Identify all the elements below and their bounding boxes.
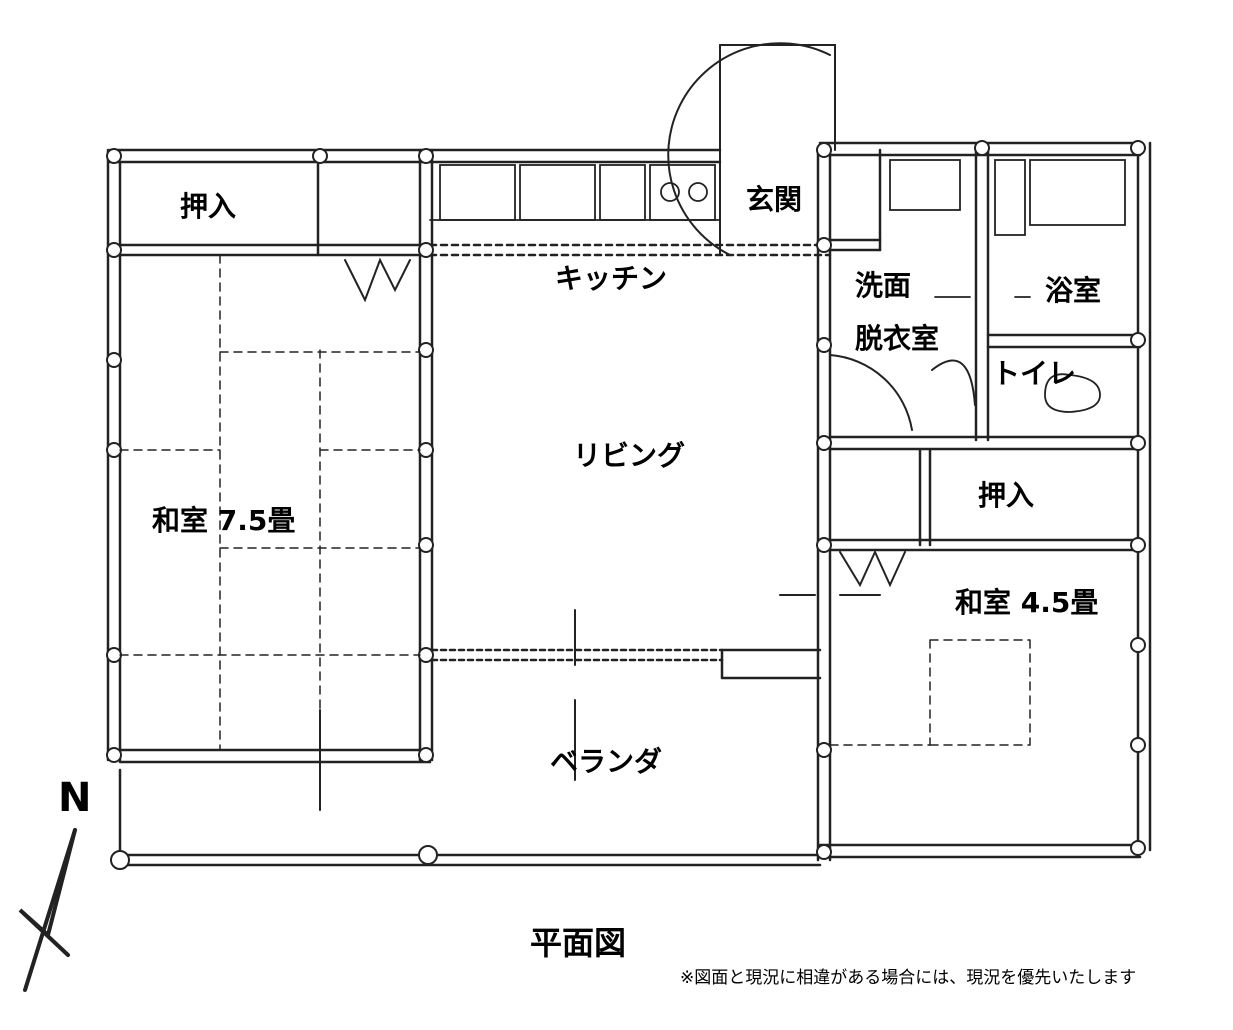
outer-walls	[106, 141, 1152, 867]
bath-fixtures	[889, 159, 1126, 413]
doors	[344, 42, 976, 588]
compass-north-label: N	[58, 775, 92, 821]
room-label-veranda: ベランダ	[550, 745, 663, 778]
tatami-lines	[119, 254, 1031, 751]
room-label-living: リビング	[573, 439, 686, 472]
room-label-washitsu-45: 和室 4.5畳	[955, 586, 1099, 619]
room-label-washitsu-75: 和室 7.5畳	[152, 504, 296, 537]
room-label-datsuishitsu: 脱衣室	[855, 322, 940, 355]
room-label-genkan: 玄関	[746, 183, 803, 216]
room-label-senmen: 洗面	[855, 269, 912, 302]
room-label-yokushitsu: 浴室	[1045, 274, 1102, 307]
room-label-oshiire-left: 押入	[180, 190, 237, 223]
room-label-kitchen: キッチン	[555, 262, 668, 295]
kitchen-fixtures	[429, 164, 721, 221]
compass-arrow	[18, 828, 77, 992]
disclaimer-note: ※図面と現況に相違がある場合には、現況を優先いたします	[680, 968, 1137, 988]
plan-title: 平面図	[530, 924, 627, 962]
room-label-toilet: トイレ	[992, 357, 1077, 390]
columns	[106, 140, 1146, 870]
room-label-oshiire-right: 押入	[978, 479, 1035, 512]
